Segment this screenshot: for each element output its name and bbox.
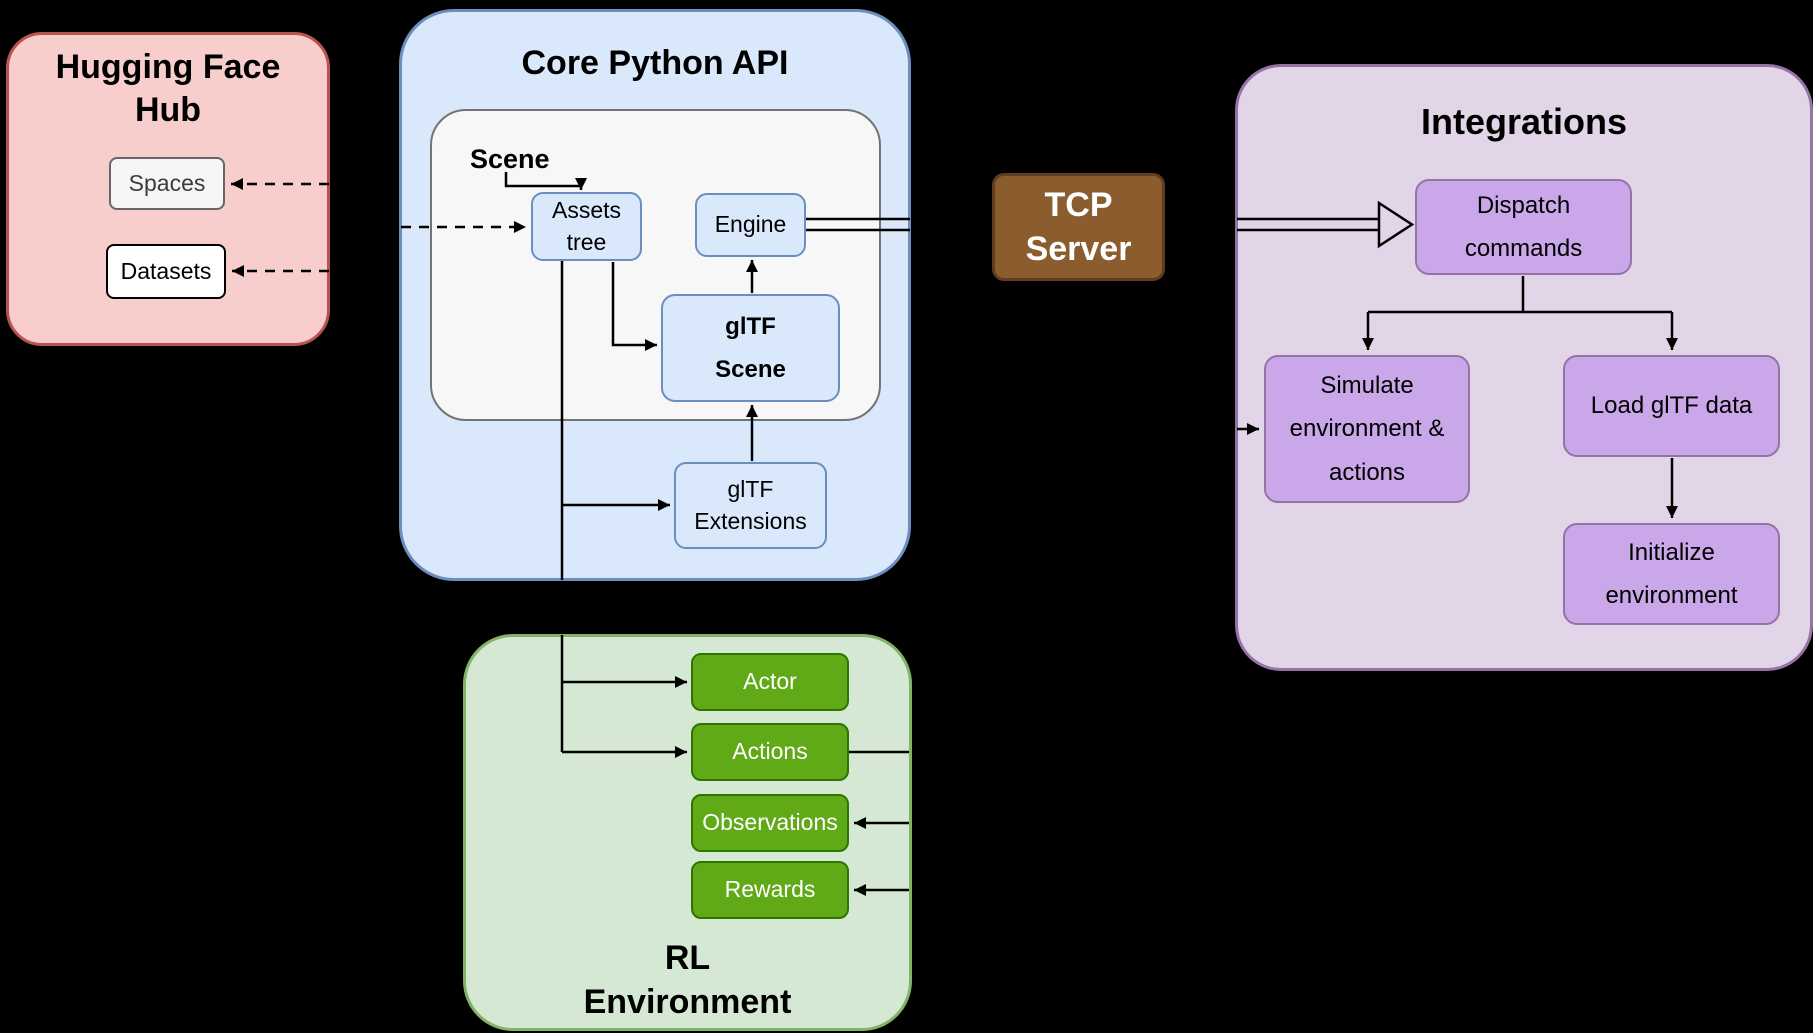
gltf-extensions-node: glTF Extensions	[674, 462, 827, 549]
datasets-node: Datasets	[106, 244, 226, 299]
hugging-face-hub-title: Hugging Face Hub	[55, 48, 281, 129]
rl-environment-title: RL Environment	[583, 939, 792, 1021]
simulate-environment-node: Simulate environment & actions	[1264, 355, 1470, 503]
load-gltf-data-node: Load glTF data	[1563, 355, 1780, 457]
initialize-environment-node: Initialize environment	[1563, 523, 1780, 625]
engine-node: Engine	[695, 193, 806, 257]
actions-node: Actions	[691, 723, 849, 781]
core-python-api-title: Core Python API	[521, 44, 789, 82]
actor-node: Actor	[691, 653, 849, 711]
spaces-node: Spaces	[109, 157, 225, 210]
assets-tree-node: Assets tree	[531, 192, 642, 261]
observations-node: Observations	[691, 794, 849, 852]
dispatch-commands-node: Dispatch commands	[1415, 179, 1632, 275]
tcp-server-node: TCP Server	[992, 173, 1165, 281]
rewards-node: Rewards	[691, 861, 849, 919]
gltf-scene-node: glTF Scene	[661, 294, 840, 402]
scene-group-label: Scene	[470, 144, 550, 174]
integrations-title: Integrations	[1420, 101, 1627, 142]
